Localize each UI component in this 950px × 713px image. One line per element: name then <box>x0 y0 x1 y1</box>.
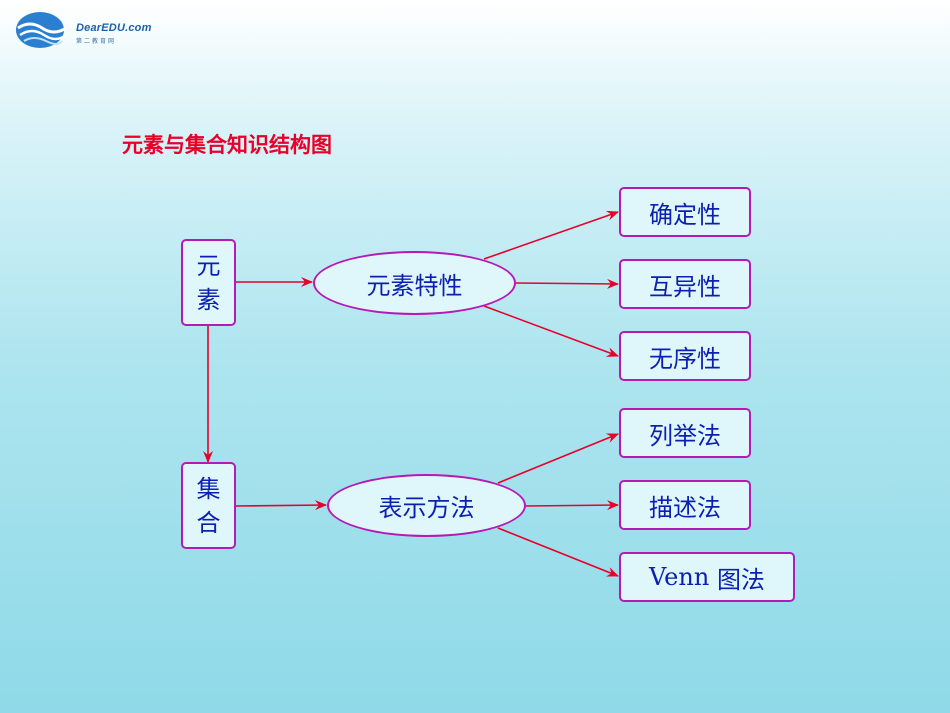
node-element: 元 素 <box>181 239 236 326</box>
diagram-title: 元素与集合知识结构图 <box>122 133 332 157</box>
node-element-char1: 元 <box>196 252 221 280</box>
arrow-set-to-representation <box>235 500 327 511</box>
arrow-representation-to-method3 <box>497 527 619 577</box>
arrow-representation-to-method2 <box>525 500 619 511</box>
node-prop-distinctness: 互异性 <box>619 259 751 309</box>
venn-label-latin: Venn <box>649 563 710 591</box>
venn-label-cn: 图法 <box>716 565 765 594</box>
arrow-properties-to-prop2 <box>515 278 619 289</box>
node-prop-certainty: 确定性 <box>619 187 751 237</box>
node-representation: 表示方法 <box>327 474 526 537</box>
node-set: 集 合 <box>181 462 236 549</box>
logo-subtext: 第二教育网 <box>76 38 117 45</box>
node-prop-unordered: 无序性 <box>619 331 751 381</box>
node-set-char1: 集 <box>196 475 221 503</box>
node-set-char2: 合 <box>196 509 221 537</box>
node-method-venn: Venn 图法 <box>619 552 795 602</box>
node-element-properties: 元素特性 <box>313 251 516 315</box>
node-method-description: 描述法 <box>619 480 751 530</box>
node-element-char2: 素 <box>196 286 221 314</box>
arrow-properties-to-prop3 <box>483 305 619 357</box>
arrow-representation-to-method1 <box>497 433 619 484</box>
site-logo: DearEDU.com 第二教育网 <box>14 8 154 58</box>
arrow-properties-to-prop1 <box>483 210 619 260</box>
logo-text: DearEDU.com <box>76 22 152 34</box>
logo-wave-icon <box>16 12 67 48</box>
node-method-enumeration: 列举法 <box>619 408 751 458</box>
